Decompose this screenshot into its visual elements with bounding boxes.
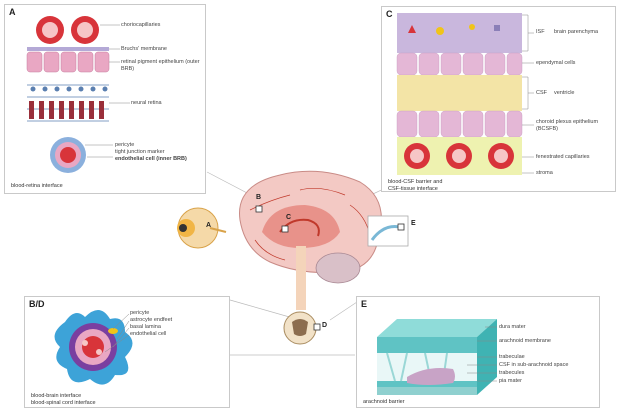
marker-c: C: [286, 214, 291, 221]
spinal-cord-icon: [284, 312, 320, 344]
meninges-inset-icon: [368, 216, 408, 246]
marker-b: B: [256, 194, 261, 201]
marker-a: A: [206, 222, 211, 229]
marker-d: D: [322, 322, 327, 329]
eye-icon: [177, 208, 226, 248]
brain-icon: [240, 171, 382, 310]
marker-e: E: [411, 220, 416, 227]
